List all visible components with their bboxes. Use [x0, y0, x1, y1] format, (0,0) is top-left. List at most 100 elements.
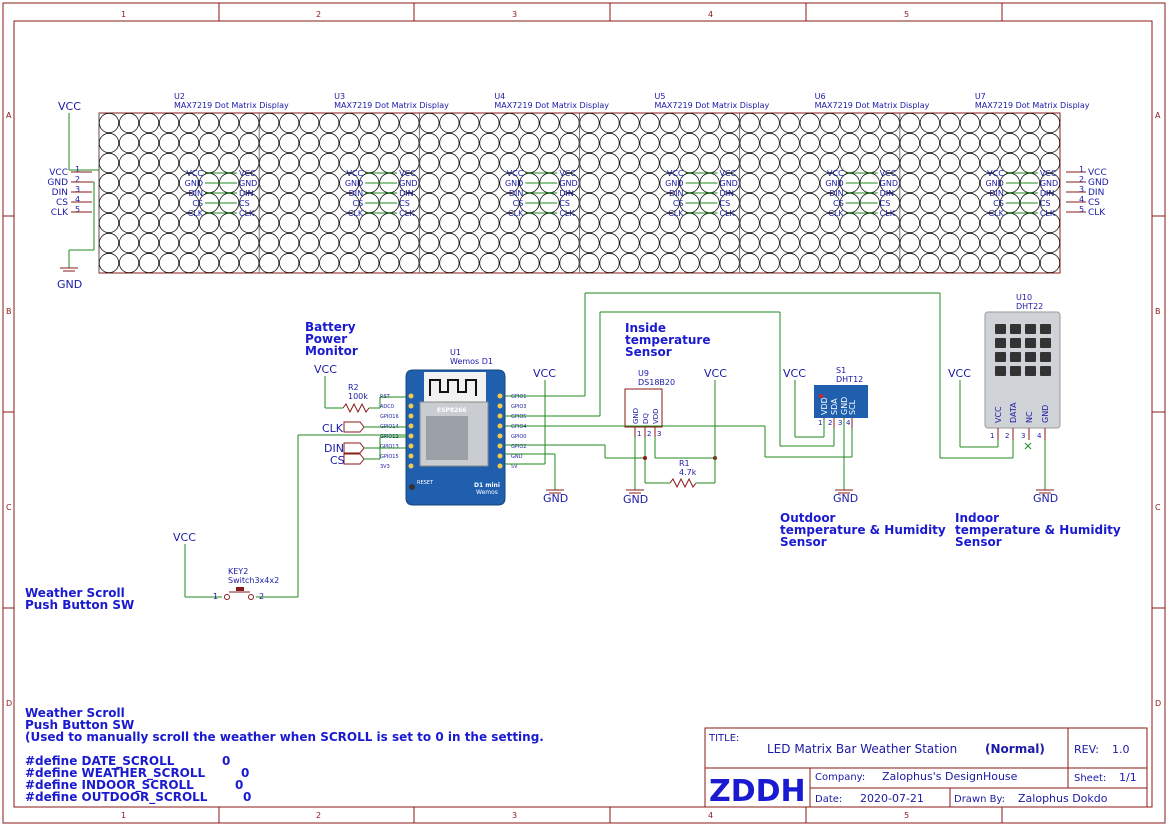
matrix-dot	[799, 232, 820, 254]
matrix-dot	[979, 152, 1001, 174]
matrix-dot	[1019, 232, 1041, 254]
matrix-dot	[299, 232, 320, 254]
vcc-label: VCC	[173, 531, 196, 544]
matrix-dot	[359, 112, 380, 134]
module-output-pin: DIN	[720, 189, 735, 198]
matrix-dot	[579, 132, 600, 154]
matrix-dot	[259, 152, 280, 174]
gnd-label: GND	[543, 492, 568, 505]
module-input-pin: VCC	[987, 169, 1004, 178]
module-input-pin: VCC	[507, 169, 524, 178]
matrix-dot	[259, 172, 280, 194]
matrix-dot	[479, 212, 500, 234]
matrix-dot	[299, 252, 320, 274]
u9-pin-number: 3	[657, 430, 661, 438]
matrix-dot	[118, 232, 140, 254]
matrix-dot	[939, 172, 960, 194]
matrix-dot	[659, 252, 680, 274]
module-input-pin: DIN	[989, 189, 1004, 198]
s1-value: DHT12	[836, 375, 863, 384]
connector-pin-label: CLK	[1088, 208, 1106, 218]
matrix-dot	[599, 112, 620, 134]
module-output-pin: DIN	[1040, 189, 1055, 198]
matrix-dot	[158, 152, 180, 174]
s1-pin-label: VDD	[820, 397, 829, 415]
module-ref: U3	[334, 92, 345, 101]
matrix-dot	[659, 192, 680, 214]
matrix-dot	[158, 192, 180, 214]
matrix-dot	[939, 152, 960, 174]
module-output-pin: VCC	[880, 169, 897, 178]
module-output-pin: CS	[239, 199, 250, 208]
wemos-left-pin: ADC0	[380, 404, 394, 410]
matrix-dot	[819, 192, 840, 214]
column-label: 5	[904, 10, 909, 19]
module-input-pin: GND	[985, 179, 1003, 188]
module-input-pin: DIN	[349, 189, 364, 198]
matrix-dot	[959, 152, 981, 174]
matrix-dot	[759, 172, 780, 194]
module-input-pin: DIN	[669, 189, 684, 198]
connector-pin-number: 2	[1079, 175, 1084, 184]
module-input-pin: CS	[833, 199, 844, 208]
matrix-dot	[279, 152, 300, 174]
matrix-dot	[339, 212, 360, 234]
row-label: B	[6, 307, 12, 316]
matrix-dot	[679, 112, 700, 134]
u10-pin-number: 3	[1021, 432, 1025, 440]
define-value: 0	[243, 790, 251, 804]
matrix-dot	[138, 232, 160, 254]
matrix-dot	[859, 252, 880, 274]
matrix-dot	[118, 132, 140, 154]
matrix-dot	[1039, 152, 1061, 174]
module-output-pin: CLK	[720, 209, 736, 218]
matrix-dot	[98, 232, 120, 254]
matrix-dot	[819, 112, 840, 134]
module-input-pin: DIN	[188, 189, 203, 198]
u10-pin-number: 2	[1005, 432, 1009, 440]
matrix-dot	[158, 112, 180, 134]
bottom-note: Push Button SW	[25, 718, 134, 732]
matrix-dot	[819, 252, 840, 274]
module-input-pin: CS	[192, 199, 203, 208]
matrix-dot	[899, 232, 920, 254]
module-output-pin: CLK	[559, 209, 575, 218]
matrix-dot	[499, 172, 520, 194]
wemos-right-pin: GPIO1	[511, 394, 526, 400]
matrix-dot	[219, 212, 240, 234]
matrix-dot	[939, 232, 960, 254]
row-label: D	[1155, 699, 1161, 708]
matrix-dot	[759, 252, 780, 274]
module-output-pin: GND	[559, 179, 577, 188]
din-net-label: DIN	[324, 442, 344, 455]
wemos-d1-module: U1 Wemos D1 ESP8266 RESET D1 mini Wemos …	[380, 348, 526, 506]
matrix-dot	[479, 172, 500, 194]
row-label: A	[6, 111, 12, 120]
matrix-dot	[919, 192, 940, 214]
matrix-dot	[579, 212, 600, 234]
matrix-dot	[639, 252, 660, 274]
column-label: 2	[316, 10, 321, 19]
matrix-dot	[839, 132, 860, 154]
connector-pin-number: 3	[1079, 185, 1084, 194]
matrix-dot	[419, 152, 440, 174]
module-ref: U7	[975, 92, 986, 101]
title-label: TITLE:	[708, 733, 739, 744]
matrix-dot	[319, 192, 340, 214]
matrix-dot	[419, 112, 440, 134]
matrix-dot	[819, 152, 840, 174]
matrix-dot	[439, 212, 460, 234]
matrix-dot	[819, 232, 840, 254]
connector-pin-label: CLK	[51, 208, 69, 218]
u9-pin-number: 1	[637, 430, 641, 438]
module-input-pin: CS	[993, 199, 1004, 208]
connector-pin-label: VCC	[49, 168, 68, 178]
wemos-right-pin: GPIO5	[511, 414, 526, 420]
title-block: TITLE: LED Matrix Bar Weather Station (N…	[704, 727, 1148, 809]
matrix-dot	[559, 132, 580, 154]
matrix-dot	[439, 152, 460, 174]
matrix-dot	[919, 212, 940, 234]
matrix-dot	[919, 132, 940, 154]
matrix-dot	[619, 172, 640, 194]
